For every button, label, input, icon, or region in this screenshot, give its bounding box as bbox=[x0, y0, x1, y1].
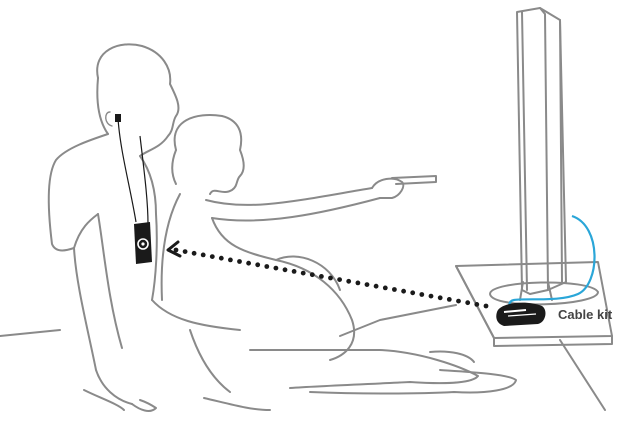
signal-dot bbox=[438, 295, 443, 300]
signal-dot bbox=[429, 294, 434, 299]
wireless-signal-dots bbox=[174, 248, 489, 309]
signal-dot bbox=[365, 282, 370, 287]
signal-dot bbox=[183, 249, 188, 254]
signal-dot bbox=[401, 289, 406, 294]
signal-dot bbox=[374, 284, 379, 289]
signal-dot bbox=[447, 297, 452, 302]
cable-kit-label: Cable kit bbox=[558, 307, 613, 322]
signal-dot bbox=[274, 266, 279, 271]
signal-dot bbox=[192, 251, 197, 256]
signal-dot bbox=[246, 261, 251, 266]
signal-dot bbox=[310, 272, 315, 277]
signal-dot bbox=[383, 286, 388, 291]
signal-dot bbox=[410, 290, 415, 295]
signal-dot bbox=[465, 300, 470, 305]
signal-dot bbox=[484, 304, 489, 309]
player-device-icon bbox=[134, 222, 152, 264]
signal-dot bbox=[392, 287, 397, 292]
television-icon bbox=[490, 8, 598, 304]
signal-dot bbox=[356, 281, 361, 286]
cable-kit-icon bbox=[496, 303, 545, 326]
signal-dot bbox=[419, 292, 424, 297]
headphones-icon bbox=[115, 114, 148, 224]
signal-dot bbox=[228, 258, 233, 263]
signal-dot bbox=[264, 264, 269, 269]
woman-figure bbox=[162, 115, 516, 393]
signal-dot bbox=[255, 262, 260, 267]
signal-dot bbox=[346, 279, 351, 284]
signal-dot bbox=[456, 299, 461, 304]
signal-dot bbox=[319, 274, 324, 279]
signal-dot bbox=[237, 259, 242, 264]
signal-dot bbox=[301, 271, 306, 276]
signal-dot bbox=[283, 267, 288, 272]
man-figure bbox=[49, 44, 270, 411]
signal-dot bbox=[210, 254, 215, 259]
signal-dot bbox=[337, 277, 342, 282]
signal-dot bbox=[328, 276, 333, 281]
signal-dot bbox=[474, 302, 479, 307]
signal-dot bbox=[219, 256, 224, 261]
signal-dot bbox=[292, 269, 297, 274]
signal-dot bbox=[201, 253, 206, 258]
